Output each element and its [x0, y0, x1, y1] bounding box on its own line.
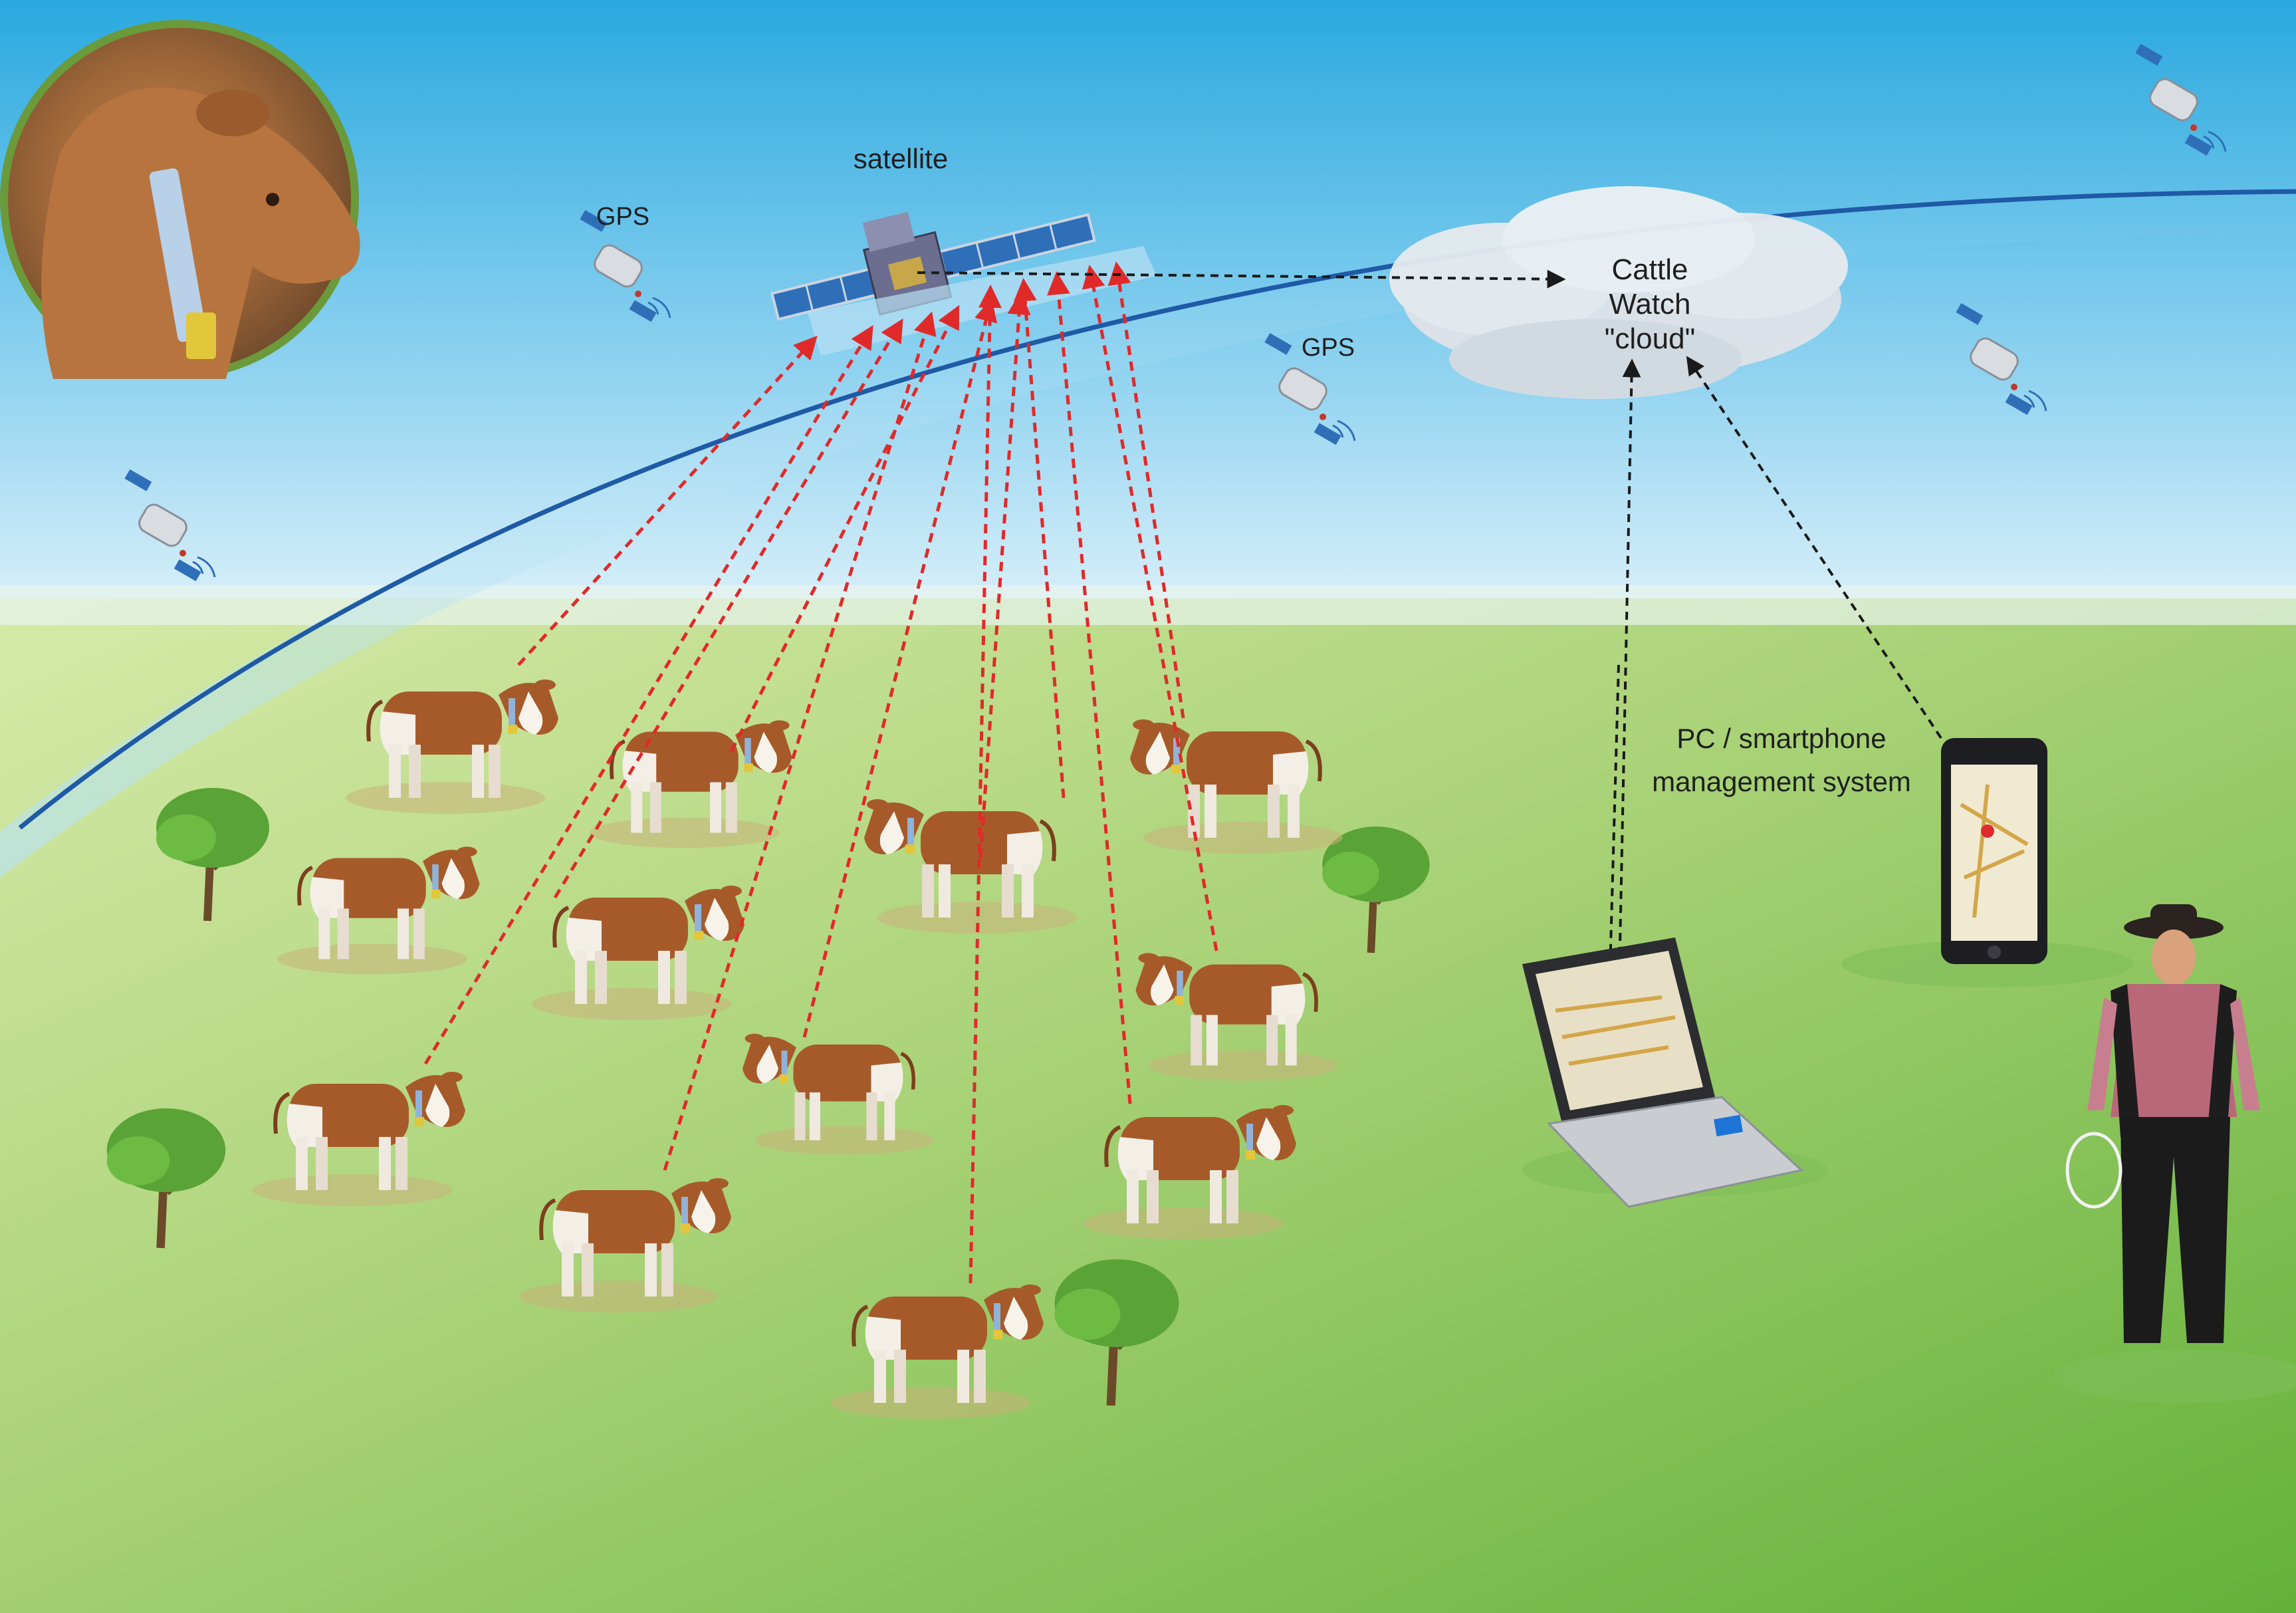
uplink-arrows	[423, 261, 1218, 1284]
management-label-line1: PC / smartphone	[1676, 723, 1886, 754]
satellite-label: satellite	[854, 143, 948, 174]
collar-cow-photo	[0, 20, 360, 379]
laptop-icon	[1522, 937, 1828, 1208]
management-label-line2: management system	[1652, 766, 1911, 797]
gps-label-center: GPS	[1302, 334, 1355, 362]
gps-label-left: GPS	[596, 203, 649, 231]
cowboy-icon	[2054, 904, 2296, 1403]
cloud-label-line3: "cloud"	[1605, 322, 1695, 355]
cloud-label-line2: Watch	[1609, 288, 1690, 320]
cloud-icon	[1389, 186, 1848, 399]
cloud-label-line1: Cattle	[1612, 253, 1688, 286]
smartphone-icon	[1841, 738, 2134, 987]
